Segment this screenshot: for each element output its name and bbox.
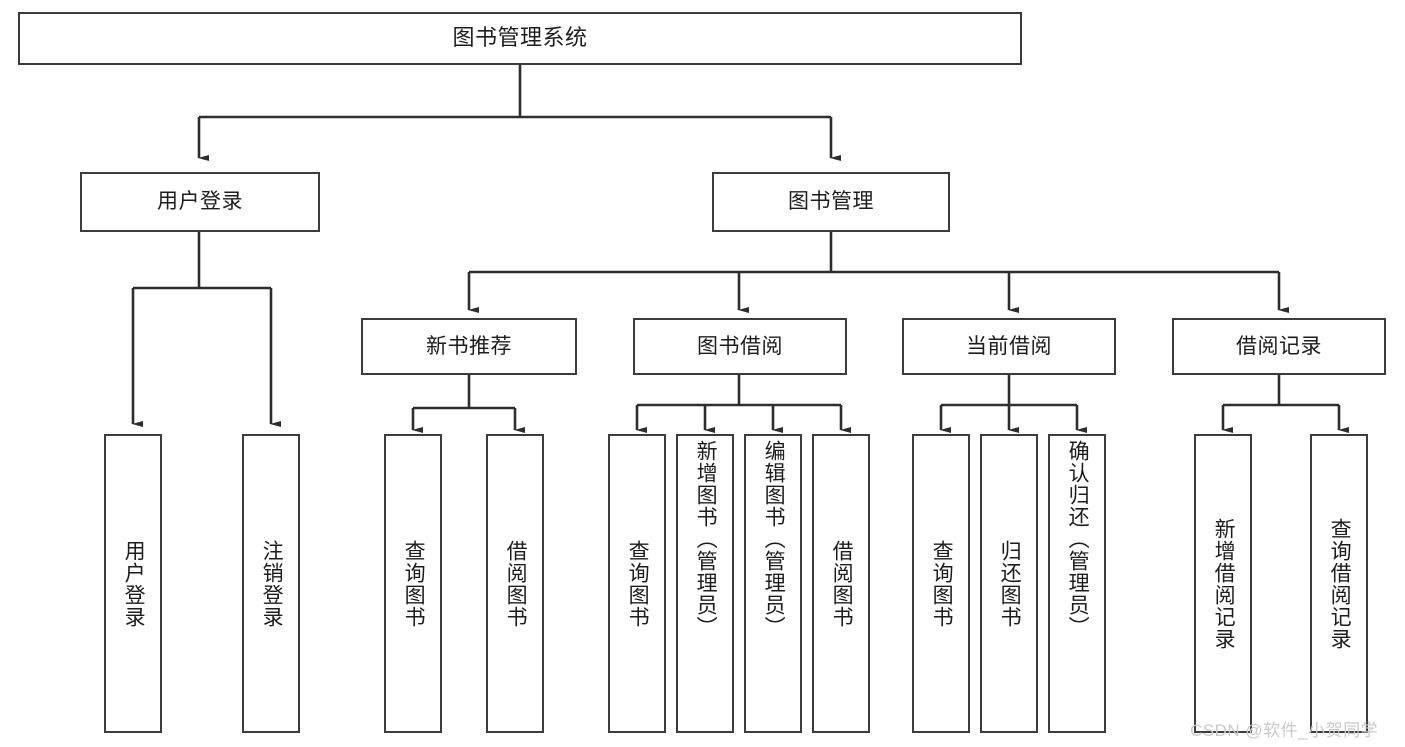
node-label: 新增借阅记录	[1212, 517, 1236, 650]
node-label: 借阅图书	[504, 539, 528, 628]
node-label: 图书管理系统	[452, 25, 588, 51]
node-label: 借阅记录	[1236, 334, 1322, 358]
node-current-borrow[interactable]: 当前借阅	[902, 318, 1116, 375]
node-label: 查询图书	[930, 539, 954, 628]
node-label: 当前借阅	[966, 334, 1052, 358]
node-label: 归还图书	[998, 539, 1022, 628]
node-borrow-record[interactable]: 借阅记录	[1172, 318, 1386, 375]
node-book-borrow[interactable]: 图书借阅	[633, 318, 847, 375]
leaf-user-login-login[interactable]: 用户登录	[104, 434, 162, 733]
node-label: 新书推荐	[426, 334, 512, 358]
node-label: 确认归还（管理员）	[1066, 440, 1090, 638]
node-label: 借阅图书	[830, 539, 854, 628]
csdn-watermark: CSDN @软件_小贺同学	[1190, 721, 1379, 740]
node-label: 注销登录	[260, 539, 284, 628]
node-label: 查询图书	[402, 539, 426, 628]
node-label: 新增图书（管理员）	[694, 440, 718, 638]
leaf-borrow-query-book[interactable]: 查询图书	[608, 434, 666, 733]
node-label: 图书借阅	[697, 334, 783, 358]
leaf-current-query-book[interactable]: 查询图书	[912, 434, 970, 733]
leaf-record-query-record[interactable]: 查询借阅记录	[1310, 434, 1368, 733]
node-label: 用户登录	[122, 539, 146, 628]
leaf-record-add-record[interactable]: 新增借阅记录	[1194, 434, 1252, 733]
leaf-current-return-book[interactable]: 归还图书	[980, 434, 1038, 733]
node-label: 查询借阅记录	[1328, 517, 1352, 650]
leaf-borrow-add-book-admin[interactable]: 新增图书（管理员）	[676, 434, 734, 733]
node-label: 用户登录	[157, 190, 243, 214]
leaf-borrow-edit-book-admin[interactable]: 编辑图书（管理员）	[744, 434, 802, 733]
node-label: 编辑图书（管理员）	[762, 440, 786, 638]
node-root-system[interactable]: 图书管理系统	[18, 12, 1022, 65]
node-user-login[interactable]: 用户登录	[80, 172, 320, 232]
leaf-recommend-borrow-book[interactable]: 借阅图书	[486, 434, 544, 733]
leaf-user-login-logout[interactable]: 注销登录	[242, 434, 300, 733]
leaf-recommend-query-book[interactable]: 查询图书	[384, 434, 442, 733]
leaf-borrow-borrow-book[interactable]: 借阅图书	[812, 434, 870, 733]
node-label: 查询图书	[626, 539, 650, 628]
node-book-management[interactable]: 图书管理	[712, 172, 950, 232]
node-new-book-recommend[interactable]: 新书推荐	[361, 318, 577, 375]
node-label: 图书管理	[788, 190, 874, 214]
leaf-current-confirm-return-admin[interactable]: 确认归还（管理员）	[1048, 434, 1106, 733]
